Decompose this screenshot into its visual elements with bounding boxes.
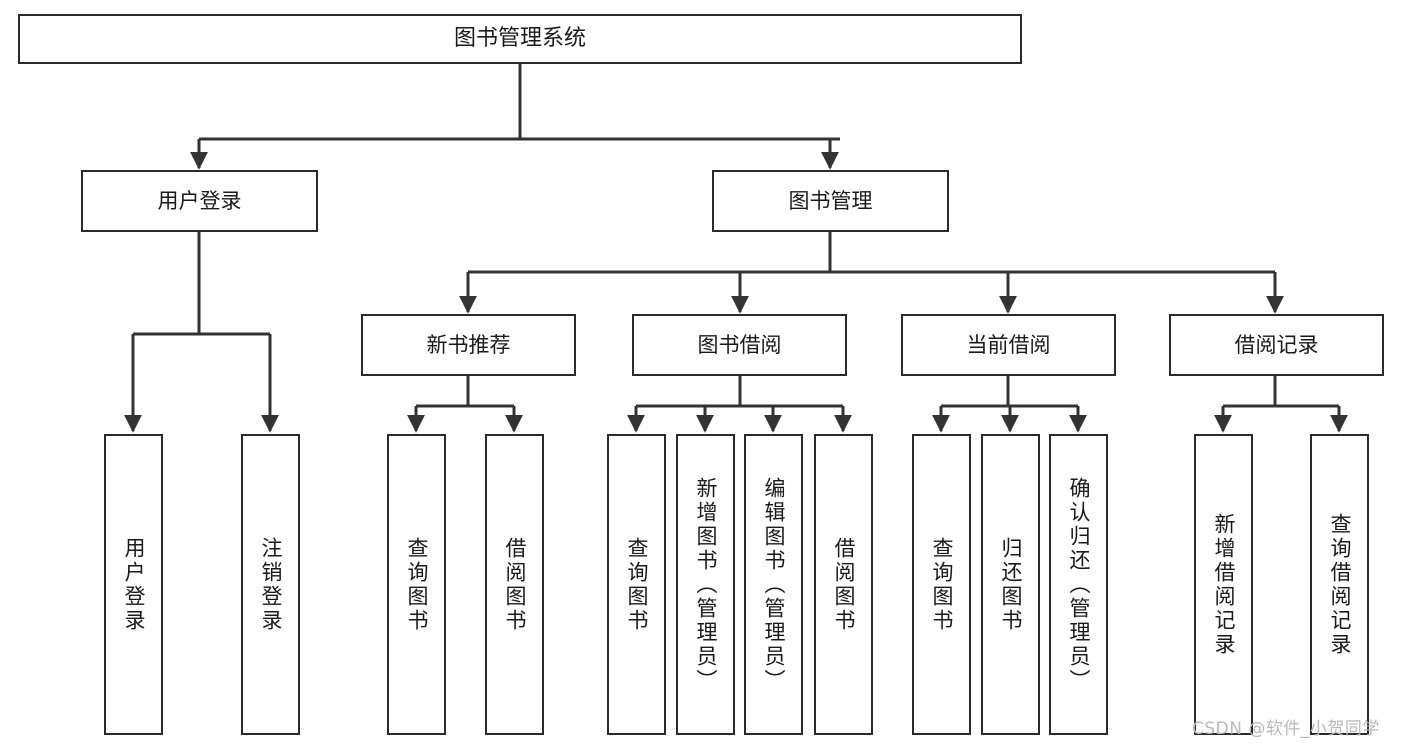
node-book-borrow[interactable]: 图书借阅 [632, 314, 847, 376]
node-label: 新书推荐 [426, 332, 511, 357]
leaf-add-record[interactable]: 新增借阅记录 [1194, 434, 1253, 735]
node-label: 当前借阅 [966, 332, 1051, 357]
leaf-borrow-book-2[interactable]: 借阅图书 [814, 434, 873, 735]
node-label: 图书管理系统 [453, 26, 586, 52]
node-label: 借阅图书 [832, 536, 856, 633]
node-label: 编辑图书（管理员） [762, 476, 786, 693]
leaf-edit-book[interactable]: 编辑图书（管理员） [744, 434, 803, 735]
node-label: 查询图书 [930, 536, 954, 633]
leaf-query-record[interactable]: 查询借阅记录 [1310, 434, 1369, 735]
node-user-login[interactable]: 用户登录 [81, 170, 318, 232]
node-label: 新增借阅记录 [1212, 512, 1236, 657]
leaf-user-login[interactable]: 用户登录 [104, 434, 163, 735]
leaf-add-book[interactable]: 新增图书（管理员） [676, 434, 735, 735]
node-book-manage[interactable]: 图书管理 [712, 170, 949, 232]
node-label: 新增图书（管理员） [694, 476, 718, 693]
leaf-borrow-book-1[interactable]: 借阅图书 [485, 434, 544, 735]
leaf-logout-login[interactable]: 注销登录 [241, 434, 300, 735]
node-borrow-record[interactable]: 借阅记录 [1169, 314, 1384, 376]
node-label: 注销登录 [259, 536, 283, 633]
node-label: 查询图书 [405, 536, 429, 633]
node-label: 用户登录 [122, 536, 146, 633]
node-current-borrow[interactable]: 当前借阅 [901, 314, 1116, 376]
node-label: 确认归还（管理员） [1067, 476, 1091, 693]
node-label: 查询借阅记录 [1328, 512, 1352, 657]
node-label: 借阅图书 [503, 536, 527, 633]
leaf-return-book[interactable]: 归还图书 [981, 434, 1040, 735]
node-label: 用户登录 [157, 188, 242, 213]
leaf-query-book-1[interactable]: 查询图书 [387, 434, 446, 735]
node-label: 归还图书 [999, 536, 1023, 633]
leaf-query-book-2[interactable]: 查询图书 [607, 434, 666, 735]
node-label: 借阅记录 [1234, 332, 1319, 357]
leaf-query-book-3[interactable]: 查询图书 [912, 434, 971, 735]
node-label: 查询图书 [625, 536, 649, 633]
csdn-watermark: CSDN @软件_小贺同学 [1192, 719, 1380, 739]
leaf-confirm-return[interactable]: 确认归还（管理员） [1049, 434, 1108, 735]
node-book-management-system[interactable]: 图书管理系统 [18, 14, 1022, 64]
node-new-book-recommend[interactable]: 新书推荐 [361, 314, 576, 376]
node-label: 图书管理 [788, 188, 873, 213]
node-label: 图书借阅 [697, 332, 782, 357]
